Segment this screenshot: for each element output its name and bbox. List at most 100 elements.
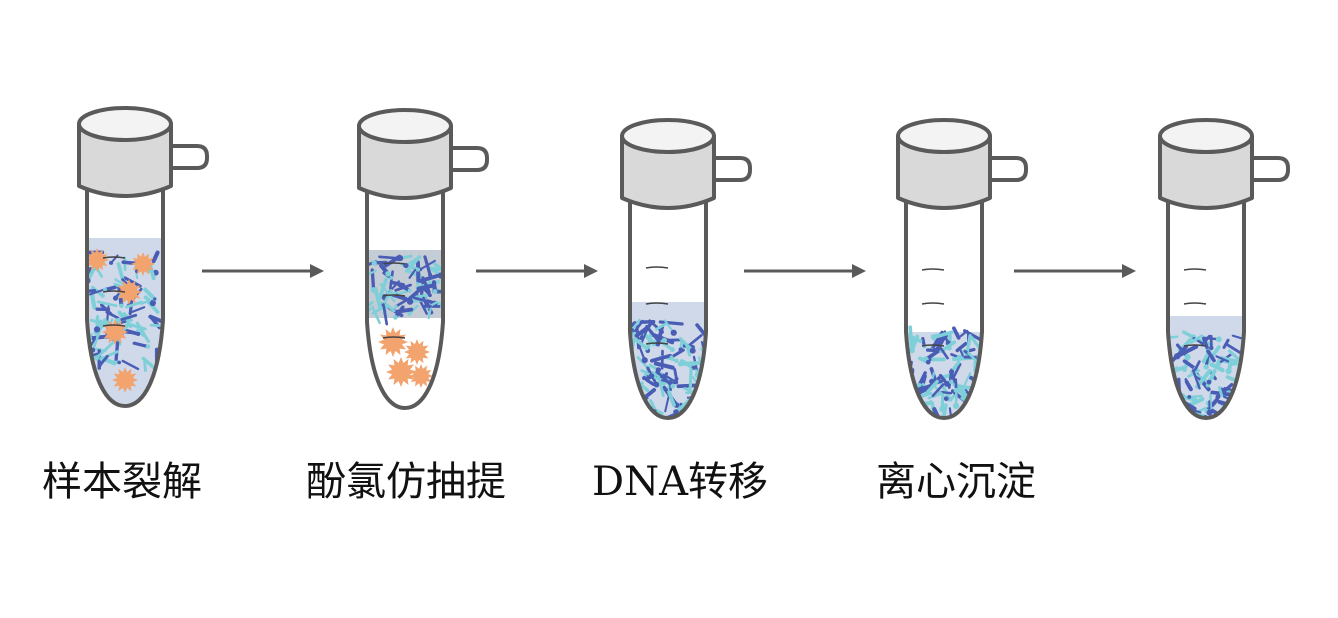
dna-bead: [678, 428, 683, 433]
dna-bead: [671, 330, 677, 336]
dna-bead: [1182, 368, 1186, 372]
dna-strand: [690, 406, 701, 413]
dna-bead: [642, 357, 648, 363]
cap-top: [1160, 120, 1252, 152]
step-label-extraction: 酚氯仿抽提: [306, 456, 506, 508]
dna-bead: [1244, 382, 1248, 386]
dna-bead: [153, 297, 156, 300]
arrow-head: [852, 264, 866, 278]
dna-bead: [658, 421, 662, 425]
dna-bead: [101, 294, 105, 298]
dna-bead: [1215, 394, 1220, 399]
dna-bead: [1207, 380, 1212, 385]
dna-bead: [1173, 401, 1178, 406]
dna-strand: [690, 369, 691, 389]
dna-strand: [690, 419, 698, 437]
cap-tab: [451, 148, 487, 170]
dna-bead: [635, 334, 639, 338]
dna-bead: [372, 260, 377, 265]
dna-bead: [408, 289, 412, 293]
dna-bead: [394, 305, 398, 309]
dna-bead: [385, 271, 391, 277]
dna-bead: [670, 384, 675, 389]
dna-bead: [1184, 354, 1190, 360]
arrow-head: [310, 264, 324, 278]
dna-bead: [972, 397, 978, 403]
step-label-lysis: 样本裂解: [42, 456, 202, 508]
dna-bead: [98, 363, 102, 367]
dna-bead: [113, 296, 118, 301]
dna-bead: [670, 347, 675, 352]
dna-strand: [1165, 408, 1181, 413]
dna-strand: [145, 361, 146, 371]
arrow-icon: [1014, 264, 1136, 278]
dna-bead: [910, 344, 914, 348]
dna-bead: [428, 273, 432, 277]
dna-strand: [910, 327, 911, 345]
dna-bead: [146, 344, 150, 348]
dna-strand: [911, 403, 912, 424]
dna-bead: [1240, 391, 1245, 396]
dna-bead: [625, 338, 628, 341]
dna-bead: [393, 315, 398, 320]
dna-strand: [973, 408, 979, 421]
dna-strand: [1230, 397, 1246, 403]
dna-bead: [1161, 336, 1166, 341]
dna-bead: [1232, 400, 1235, 403]
tube-contents: [623, 302, 714, 562]
dna-bead: [624, 385, 628, 389]
cap-tab: [1252, 158, 1288, 180]
dna-bead: [693, 403, 697, 407]
dna-bead: [954, 388, 959, 393]
dna-bead: [949, 380, 954, 385]
arrow-head: [1122, 264, 1136, 278]
dna-bead: [707, 371, 710, 374]
dna-bead: [670, 355, 674, 359]
cap-top: [898, 120, 990, 152]
tube-contents: [1161, 316, 1250, 576]
dna-strand: [1181, 411, 1182, 430]
cap-tab: [714, 158, 750, 180]
dna-strand: [391, 282, 403, 284]
dna-bead: [84, 356, 88, 360]
dna-bead: [1216, 361, 1221, 366]
dna-strand: [642, 418, 652, 419]
tube-final: [1160, 120, 1288, 576]
dna-bead: [136, 332, 140, 336]
dna-bead: [662, 338, 667, 343]
dna-bead: [80, 290, 83, 293]
dna-bead: [1239, 391, 1245, 397]
tube-group: [79, 108, 1288, 592]
arrow-icon: [476, 264, 598, 278]
dna-bead: [649, 373, 655, 379]
dna-bead: [674, 359, 678, 363]
cap-top: [359, 110, 451, 142]
dna-strand: [968, 407, 976, 409]
dna-strand: [623, 419, 635, 422]
dna-bead: [1202, 359, 1206, 363]
dna-bead: [902, 380, 907, 385]
dna-bead: [672, 403, 676, 407]
dna-strand: [912, 339, 920, 341]
cap-tab: [171, 146, 207, 168]
dna-strand: [680, 363, 700, 364]
dna-bead: [1187, 395, 1191, 399]
dna-bead: [166, 323, 172, 329]
dna-bead: [926, 360, 931, 365]
dna-bead: [1233, 404, 1238, 409]
dna-bead: [428, 293, 432, 297]
cap-top: [79, 108, 171, 140]
dna-bead: [94, 356, 99, 361]
dna-bead: [1169, 379, 1173, 383]
dna-bead: [678, 361, 683, 366]
dna-bead: [407, 311, 411, 315]
dna-bead: [80, 250, 86, 256]
dna-bead: [356, 315, 360, 319]
dna-bead: [119, 303, 123, 307]
dna-bead: [117, 361, 121, 365]
dna-bead: [1209, 346, 1213, 350]
dna-bead: [1240, 391, 1246, 397]
dna-bead: [433, 289, 438, 294]
